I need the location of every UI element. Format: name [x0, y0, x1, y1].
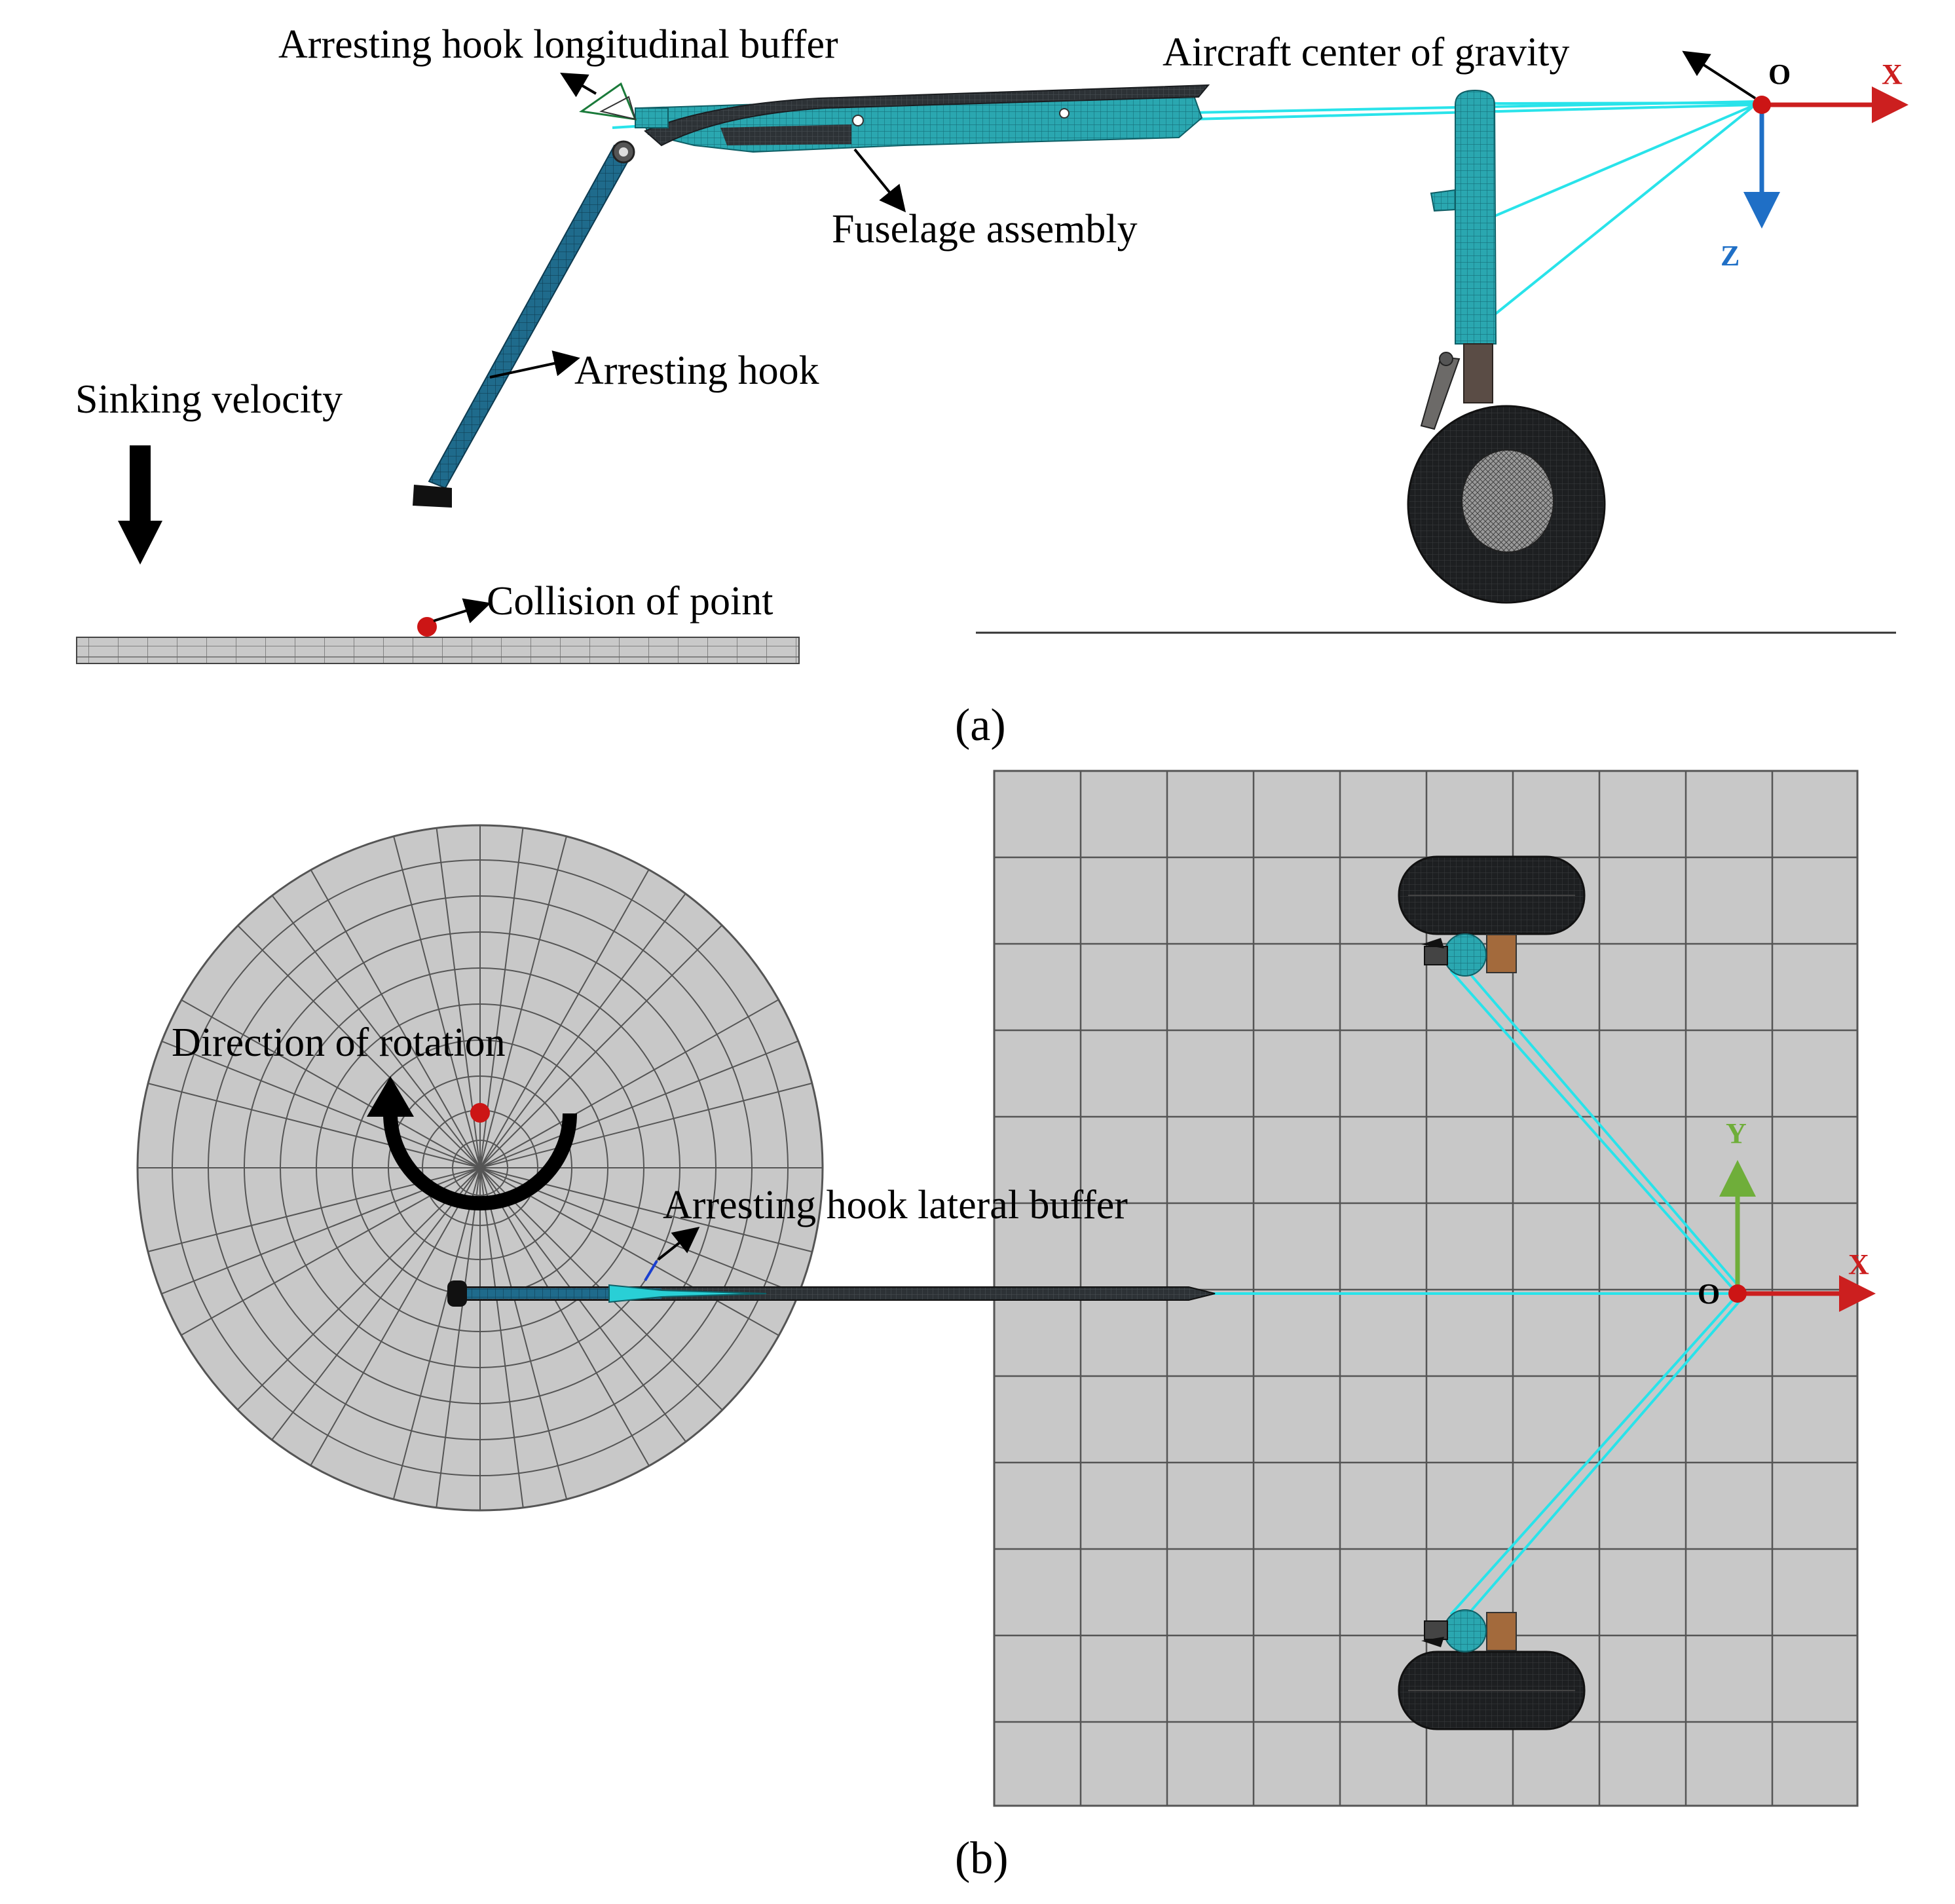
collision-point-dot — [417, 617, 437, 637]
arresting-hook-top — [447, 1260, 1216, 1307]
x-label-a: X — [1882, 58, 1903, 90]
longitudinal-buffer — [579, 82, 637, 121]
label-longitudinal-buffer: Arresting hook longitudinal buffer — [278, 22, 838, 67]
origin-dot-a — [1753, 96, 1771, 114]
sinking-velocity-arrow — [118, 445, 162, 565]
cyan-links-b — [1208, 961, 1743, 1624]
label-fuselage-assembly: Fuselage assembly — [832, 207, 1138, 252]
rotation-arrow — [367, 1076, 577, 1210]
label-direction-of-rotation: Direction of rotation — [172, 1020, 506, 1065]
disk-center-dot — [470, 1103, 490, 1123]
label-lateral-buffer: Arresting hook lateral buffer — [663, 1183, 1128, 1227]
lateral-buffer-mark — [644, 1260, 658, 1282]
annotation-arrows-a — [433, 50, 1757, 624]
fuselage-assembly — [635, 84, 1210, 153]
main-landing-gear — [1407, 89, 1606, 604]
label-arresting-hook: Arresting hook — [574, 348, 819, 393]
panel-a: O X Z Arresting hook longitudinal buffer… — [75, 22, 1908, 751]
z-label-a: Z — [1721, 240, 1740, 272]
panel-b: O X Y Direction of rotation Arresting ho… — [136, 770, 1876, 1884]
label-sinking-velocity: Sinking velocity — [75, 377, 343, 422]
origin-dot-b — [1728, 1284, 1747, 1303]
main-wheel-bottom-b — [1398, 1609, 1586, 1730]
coord-system-b: O X Y — [1698, 1117, 1876, 1312]
rotating-disk — [136, 824, 824, 1512]
label-collision-point: Collision of point — [487, 579, 773, 624]
coord-system-a: O X Z — [1721, 58, 1908, 272]
origin-label-b: O — [1698, 1278, 1720, 1310]
caption-b: (b) — [955, 1833, 1009, 1884]
label-center-of-gravity: Aircraft center of gravity — [1163, 30, 1569, 75]
main-wheel-top-b — [1398, 855, 1586, 977]
y-label-b: Y — [1726, 1117, 1747, 1149]
caption-a: (a) — [955, 700, 1006, 751]
origin-label-a: O — [1768, 58, 1791, 90]
main-wheel-hub — [1461, 449, 1554, 553]
lateral-buffer-pointer — [657, 1227, 700, 1261]
x-label-b: X — [1848, 1248, 1869, 1280]
collision-plate — [76, 617, 800, 664]
arresting-hook-arm — [413, 140, 635, 508]
